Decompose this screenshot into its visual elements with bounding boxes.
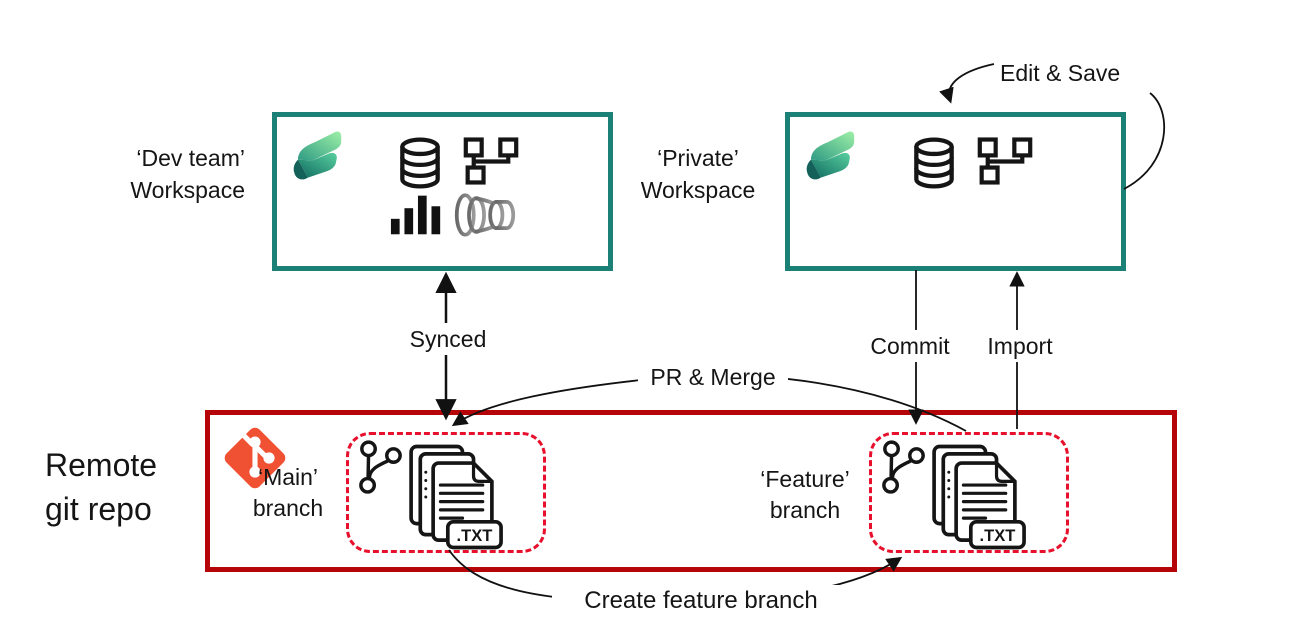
edit-save-label: Edit & Save (1000, 60, 1121, 86)
main-branch-label-line1: ‘Main’ (257, 464, 319, 490)
create-feature-branch-label: Create feature branch (552, 585, 850, 617)
database-icon (913, 137, 955, 189)
text-files-icon: .TXT (927, 441, 1033, 553)
commit-graph-icon (881, 440, 927, 496)
fabric-logo-icon (802, 123, 856, 189)
dev-workspace-label: ‘Dev team’ Workspace (55, 142, 245, 206)
text-files-icon: .TXT (404, 441, 510, 553)
import-label: Import (972, 330, 1068, 362)
dev-team-workspace-box (272, 112, 613, 271)
feature-branch-label-line1: ‘Feature’ (760, 466, 850, 492)
dev-workspace-label-line1: ‘Dev team’ (136, 145, 245, 171)
main-branch-box: .TXT (346, 432, 546, 553)
synced-label: Synced (398, 323, 498, 355)
feature-branch-box: .TXT (869, 432, 1069, 553)
private-workspace-label-line2: Workspace (640, 177, 756, 203)
dev-workspace-label-line2: Workspace (130, 177, 245, 203)
edit-save-arrow-tail (1123, 92, 1166, 190)
semantic-model-icon (463, 136, 519, 186)
remote-git-repo-label-line2: git repo (45, 491, 152, 527)
txt-badge: .TXT (457, 526, 493, 545)
fabric-logo-icon (289, 123, 343, 189)
database-icon (399, 137, 441, 189)
commit-label: Commit (858, 330, 962, 362)
private-workspace-box (785, 112, 1126, 271)
remote-git-repo-label-line1: Remote (45, 447, 158, 483)
edit-save-arrow-head (939, 63, 995, 104)
main-branch-label: ‘Main’ branch (238, 462, 338, 524)
feature-branch-label: ‘Feature’ branch (748, 464, 862, 526)
bar-chart-icon (389, 193, 445, 235)
main-branch-label-line2: branch (252, 495, 324, 521)
commit-graph-icon (358, 440, 404, 496)
pr-merge-label: PR & Merge (638, 361, 788, 393)
private-workspace-label-line1: ‘Private’ (657, 145, 739, 171)
git-logo-icon (213, 416, 297, 500)
semantic-model-icon (977, 136, 1033, 186)
remote-git-repo-label: Remote git repo (45, 443, 157, 531)
txt-badge: .TXT (980, 526, 1016, 545)
feature-branch-label-line2: branch (769, 497, 841, 523)
pipeline-icon (453, 191, 517, 239)
private-workspace-label: ‘Private’ Workspace (626, 142, 770, 206)
